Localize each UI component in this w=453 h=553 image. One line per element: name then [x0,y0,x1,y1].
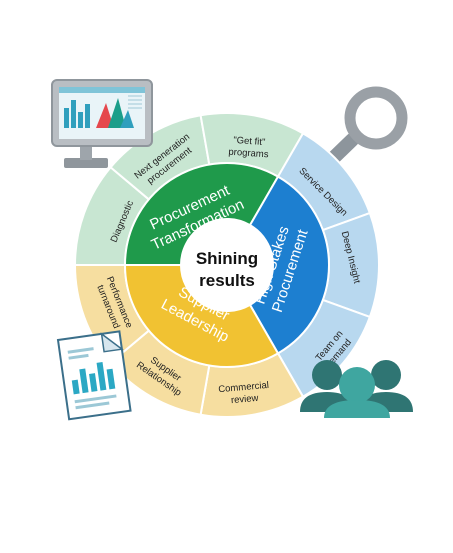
center-label-line2: results [199,271,255,290]
outer-item-get-fit: "Get fit" programs [228,135,269,161]
center-circle [181,219,273,311]
outer-item-label: "Get fit" [233,135,266,148]
outer-item-label: programs [228,147,269,161]
wheel: Shining results [73,112,380,418]
outer-item-commercial-review: Commercial review [218,380,269,406]
people-group-icon [300,360,413,418]
report-document-icon [56,330,132,421]
outer-item-label: Commercial [218,380,269,395]
inner-ring [123,162,330,368]
center-label-line1: Shining [196,249,258,268]
monitor-chart-icon [51,79,153,168]
outer-ring [73,112,380,418]
outer-item-label: review [230,393,258,406]
